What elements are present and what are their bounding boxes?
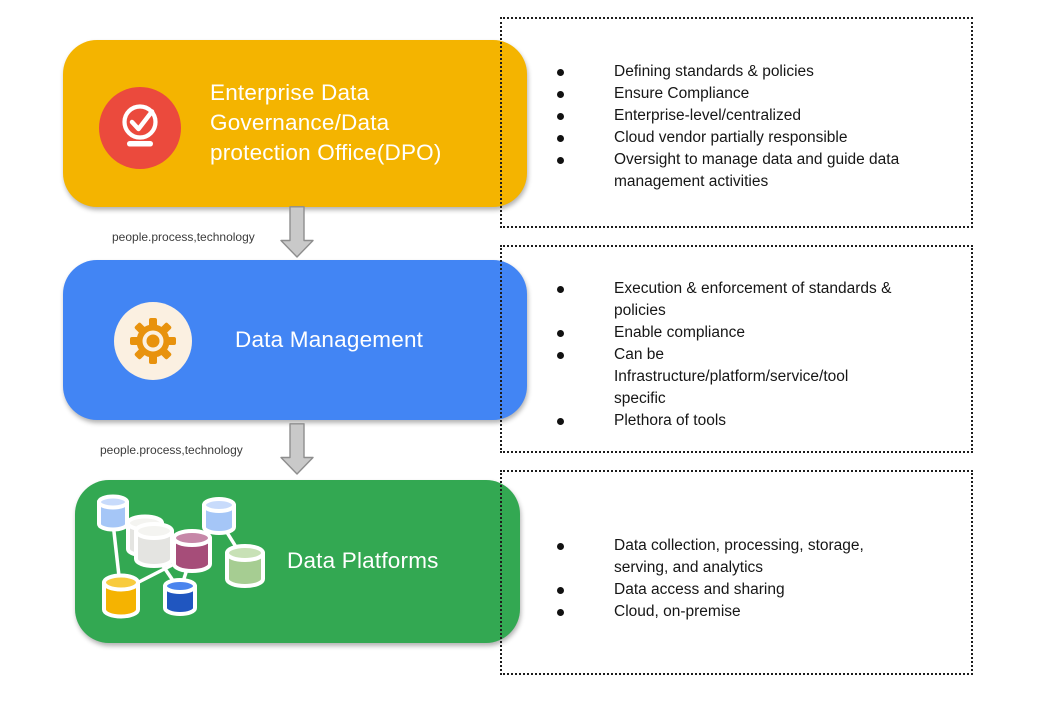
bullet-dot [557, 609, 564, 616]
approval-check-icon [99, 87, 181, 169]
list-item: Data collection, processing, storage, se… [557, 535, 957, 579]
bullet-text: Ensure Compliance [614, 85, 750, 102]
list-item: Ensure Compliance [557, 83, 957, 105]
gear-icon [114, 302, 192, 380]
list-item: Plethora of tools [557, 410, 957, 432]
bullet-text: Data collection, processing, storage, se… [614, 537, 864, 576]
list-item: Defining standards & policies [557, 61, 957, 83]
down-arrow-2 [280, 423, 314, 475]
list-item: Enable compliance [557, 322, 957, 344]
bullet-dot [557, 286, 564, 293]
connector-label-1: people.process,technology [112, 230, 255, 244]
list-item: Oversight to manage data and guide data … [557, 149, 957, 193]
node-governance: Enterprise Data Governance/Data protecti… [63, 40, 527, 207]
list-item: Execution & enforcement of standards & p… [557, 278, 957, 322]
data-platforms-bullet-list: Data collection, processing, storage, se… [502, 472, 971, 623]
details-panel-data-platforms: Data collection, processing, storage, se… [500, 470, 973, 675]
bullet-text: Enable compliance [614, 324, 745, 341]
bullet-text: Can be Infrastructure/platform/service/t… [614, 346, 849, 407]
bullet-dot [557, 418, 564, 425]
bullet-text: Cloud, on-premise [614, 603, 741, 620]
bullet-dot [557, 69, 564, 76]
bullet-text: Enterprise-level/centralized [614, 107, 801, 124]
bullet-text: Oversight to manage data and guide data … [614, 151, 900, 190]
down-arrow-1 [280, 206, 314, 258]
list-item: Data access and sharing [557, 579, 957, 601]
database-network-icon [97, 494, 265, 619]
bullet-text: Data access and sharing [614, 581, 785, 598]
details-panel-data-management: Execution & enforcement of standards & p… [500, 245, 973, 453]
bullet-dot [557, 352, 564, 359]
bullet-dot [557, 543, 564, 550]
list-item: Cloud vendor partially responsible [557, 127, 957, 149]
bullet-dot [557, 330, 564, 337]
list-item: Cloud, on-premise [557, 601, 957, 623]
list-item: Can be Infrastructure/platform/service/t… [557, 344, 957, 410]
bullet-text: Defining standards & policies [614, 63, 814, 80]
connector-label-2: people.process,technology [100, 443, 243, 457]
node-data-platforms-title: Data Platforms [287, 548, 439, 573]
bullet-dot [557, 135, 564, 142]
bullet-text: Cloud vendor partially responsible [614, 129, 848, 146]
node-data-management: Data Management [63, 260, 527, 420]
bullet-dot [557, 587, 564, 594]
bullet-dot [557, 157, 564, 164]
node-data-management-title: Data Management [235, 327, 424, 352]
node-data-platforms: Data Platforms [75, 480, 520, 643]
bullet-text: Plethora of tools [614, 412, 727, 429]
bullet-text: Execution & enforcement of standards & p… [614, 280, 892, 319]
governance-bullet-list: Defining standards & policies Ensure Com… [502, 19, 971, 193]
bullet-dot [557, 113, 564, 120]
node-governance-title: Enterprise Data Governance/Data protecti… [210, 80, 442, 165]
bullet-dot [557, 91, 564, 98]
data-management-bullet-list: Execution & enforcement of standards & p… [502, 247, 971, 432]
list-item: Enterprise-level/centralized [557, 105, 957, 127]
details-panel-governance: Defining standards & policies Ensure Com… [500, 17, 973, 228]
